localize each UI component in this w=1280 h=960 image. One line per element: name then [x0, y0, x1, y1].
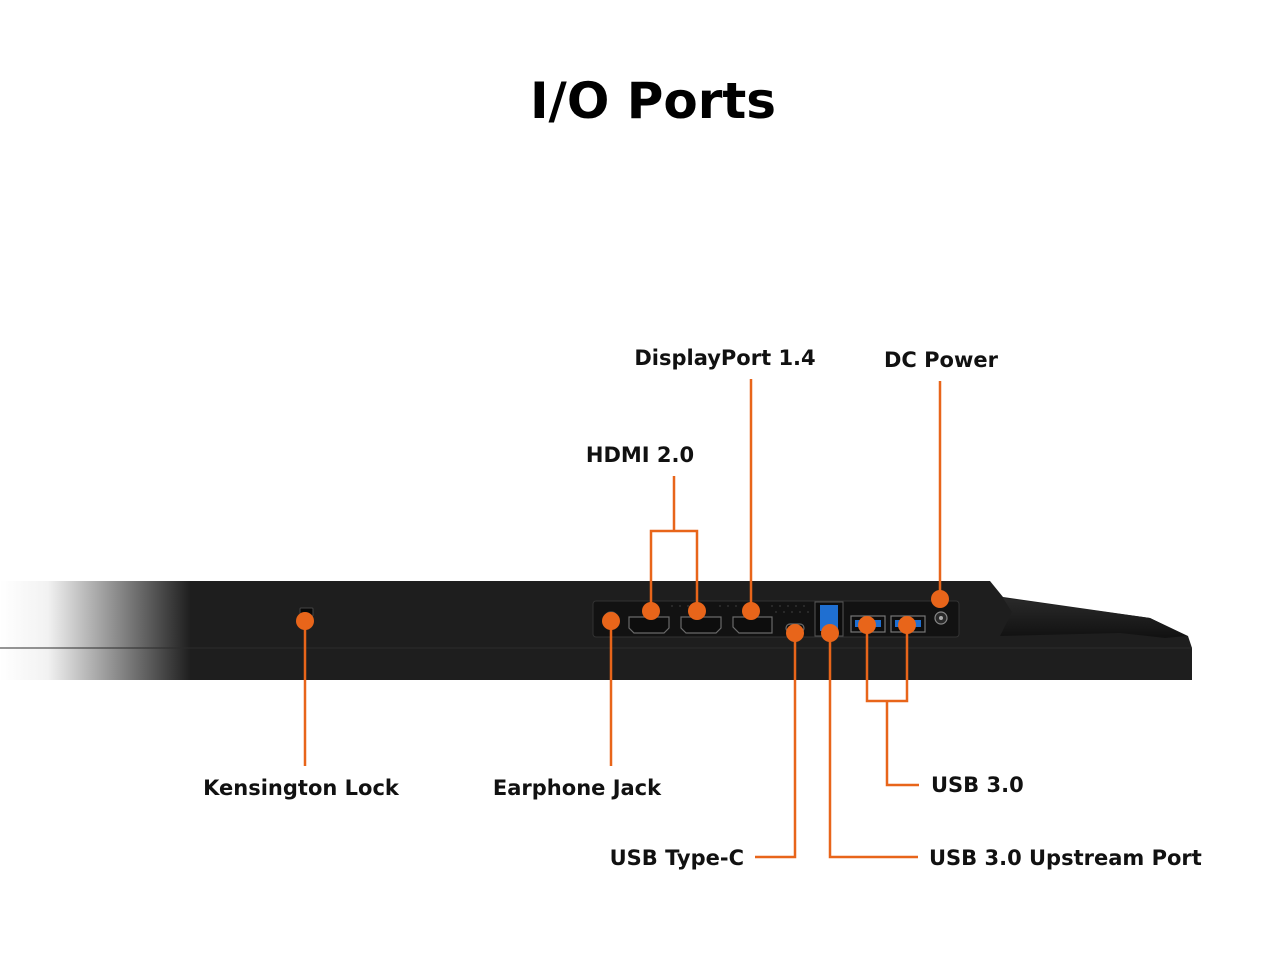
dc-power-marker — [931, 590, 949, 608]
displayport-marker — [742, 602, 760, 620]
leader-lines — [303, 379, 942, 859]
hdmi-marker-2 — [688, 602, 706, 620]
page-title: I/O Ports — [530, 72, 776, 130]
label-dc-power: DC Power — [884, 348, 999, 372]
label-usb-type-c: USB Type-C — [610, 846, 744, 870]
usb-upstream-marker — [821, 624, 839, 642]
label-earphone-jack: Earphone Jack — [493, 776, 662, 800]
label-kensington-lock: Kensington Lock — [203, 776, 400, 800]
earphone-jack-marker — [602, 612, 620, 630]
usb-30-marker-1 — [858, 616, 876, 634]
usb-30-marker-2 — [898, 616, 916, 634]
label-displayport: DisplayPort 1.4 — [634, 346, 815, 370]
hdmi-marker-1 — [642, 602, 660, 620]
kensington-lock-marker — [296, 612, 314, 630]
hdmi-port-1 — [628, 616, 670, 634]
label-usb-upstream: USB 3.0 Upstream Port — [929, 846, 1202, 870]
usb-type-c-marker — [786, 624, 804, 642]
label-hdmi: HDMI 2.0 — [586, 443, 694, 467]
hdmi-port-2 — [680, 616, 722, 634]
displayport-port — [732, 616, 773, 634]
marker-dots — [296, 590, 949, 642]
label-usb-30: USB 3.0 — [931, 773, 1024, 797]
